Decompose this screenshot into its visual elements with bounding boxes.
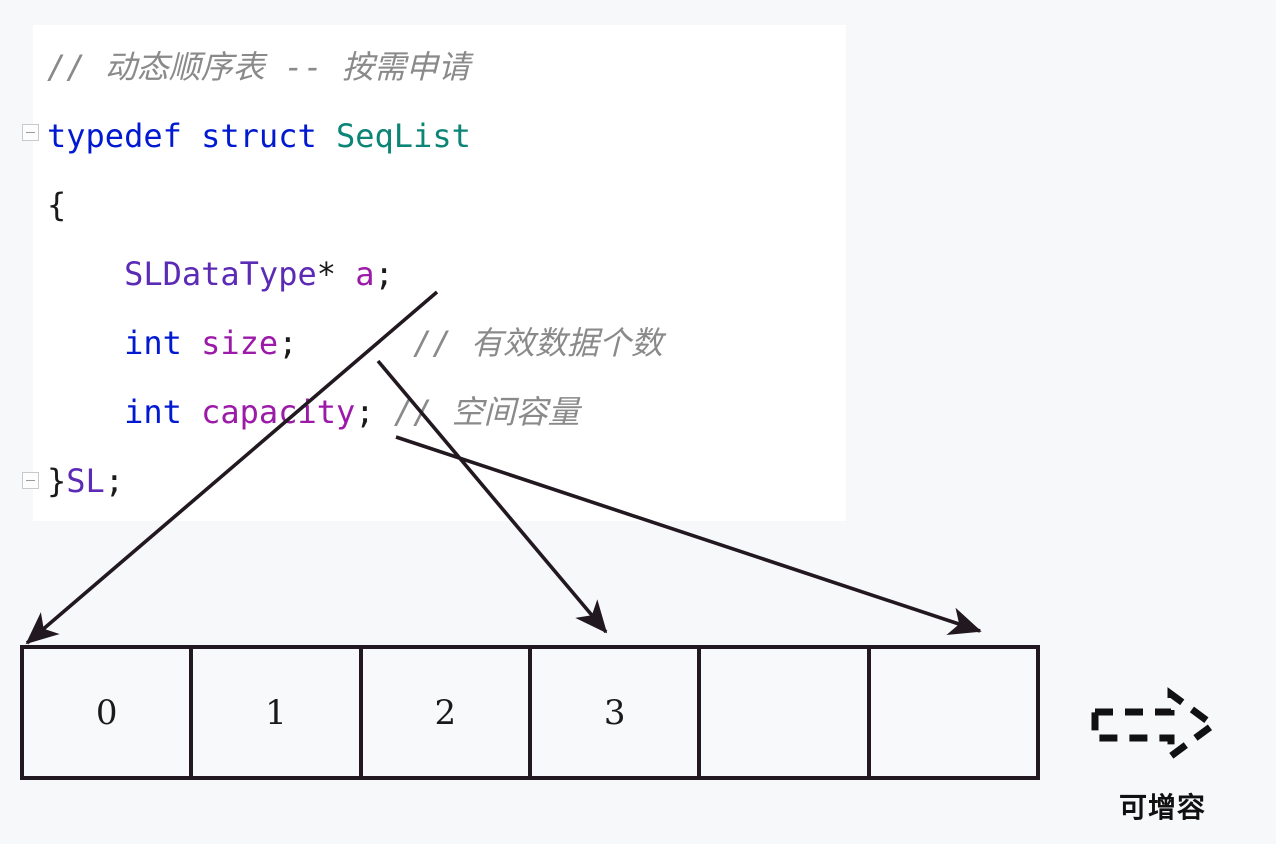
code-token-keyword: typedef struct	[47, 117, 336, 155]
code-token-comment: // 动态顺序表 -- 按需申请	[47, 48, 470, 86]
array-cell-3: 3	[532, 649, 702, 776]
code-token-comment: // 空间容量	[393, 393, 580, 431]
code-fold-marker-close[interactable]	[22, 472, 39, 489]
code-token-type: SeqList	[335, 117, 471, 155]
code-token-alias: SL	[66, 462, 105, 500]
code-token-usertype: SLDataType	[124, 255, 317, 293]
code-fold-marker-open[interactable]	[22, 124, 39, 141]
code-token-plain: *	[316, 255, 356, 293]
array-cell-1: 1	[193, 649, 363, 776]
code-token-plain	[47, 255, 124, 293]
code-token-member: size	[201, 324, 279, 362]
code-token-member: a	[355, 255, 375, 293]
code-token-comment: // 有效数据个数	[413, 324, 663, 362]
code-token-member: capacity	[201, 393, 356, 431]
code-line: // 动态顺序表 -- 按需申请	[47, 33, 663, 102]
code-line: }SL;	[47, 447, 663, 516]
array-cell-2: 2	[363, 649, 532, 776]
array-cell-4	[701, 649, 871, 776]
code-token-plain	[47, 393, 124, 431]
dashed-right-arrow-icon	[1085, 686, 1235, 764]
code-token-plain: ;	[374, 255, 394, 293]
code-token-plain	[47, 324, 124, 362]
code-token-plain: }	[47, 462, 67, 500]
code-line: SLDataType* a;	[47, 240, 663, 309]
grow-capacity-label: 可增容	[1118, 791, 1206, 824]
code-token-plain: ;	[355, 393, 394, 431]
array-cell-0: 0	[24, 649, 194, 776]
grow-capacity-note: 可增容	[1085, 686, 1240, 826]
code-token-plain: ;	[278, 324, 414, 362]
code-token-plain: ;	[104, 462, 125, 500]
code-line: int size; // 有效数据个数	[47, 309, 663, 378]
code-line: int capacity; // 空间容量	[47, 378, 663, 447]
code-line: {	[47, 171, 663, 240]
code-token-keyword: int	[124, 324, 202, 362]
array-cell-5	[871, 649, 1036, 776]
code-token-keyword: int	[124, 393, 202, 431]
code-line: typedef struct SeqList	[47, 102, 663, 171]
code-token-plain: {	[47, 186, 67, 224]
